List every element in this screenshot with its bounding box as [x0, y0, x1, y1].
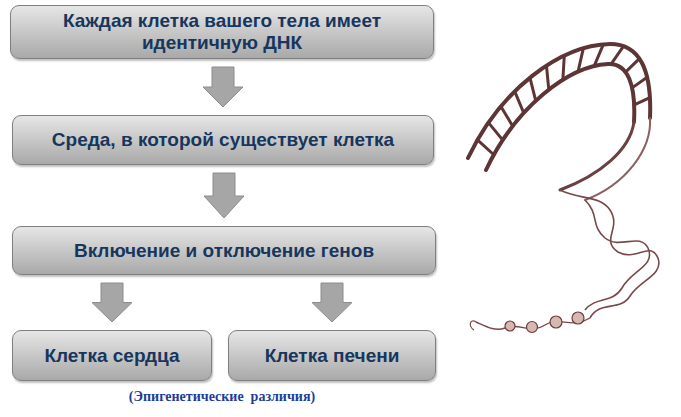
strip-rung — [594, 44, 603, 66]
block-arrow — [203, 67, 243, 107]
dna-film-strip — [468, 44, 650, 200]
box-label: Клетка сердца — [44, 345, 179, 367]
strip-rung — [530, 78, 536, 101]
strip-rung — [515, 91, 524, 113]
strip-rung — [546, 66, 548, 90]
block-arrow — [92, 283, 132, 322]
box-label: Среда, в которой существует клетка — [52, 129, 394, 151]
strip-rung — [501, 106, 513, 126]
dna-helix — [470, 190, 659, 330]
block-arrow — [312, 283, 352, 322]
box-label: Каждая клетка вашего тела имеет идентичн… — [27, 10, 417, 54]
strip-rung — [578, 48, 583, 71]
strip-rung — [488, 123, 502, 140]
process-box: Каждая клетка вашего тела имеет идентичн… — [10, 5, 434, 59]
block-arrow — [204, 173, 244, 218]
process-box: Среда, в которой существует клетка — [12, 115, 434, 165]
nucleosome-beads — [505, 312, 584, 333]
cell-type-box: Клетка печени — [228, 330, 436, 381]
strip-rung — [626, 59, 640, 73]
strip-rung — [563, 56, 564, 80]
box-label: Клетка печени — [265, 345, 400, 367]
strip-rung — [634, 98, 650, 105]
strip-rung — [477, 140, 493, 155]
process-box: Включение и отключение генов — [12, 226, 436, 275]
cell-type-box: Клетка сердца — [12, 330, 212, 381]
box-label: Включение и отключение генов — [74, 240, 374, 262]
strip-rung — [632, 77, 647, 88]
strip-rung — [611, 46, 623, 64]
caption: (Эпигенетические различия) — [40, 389, 404, 405]
